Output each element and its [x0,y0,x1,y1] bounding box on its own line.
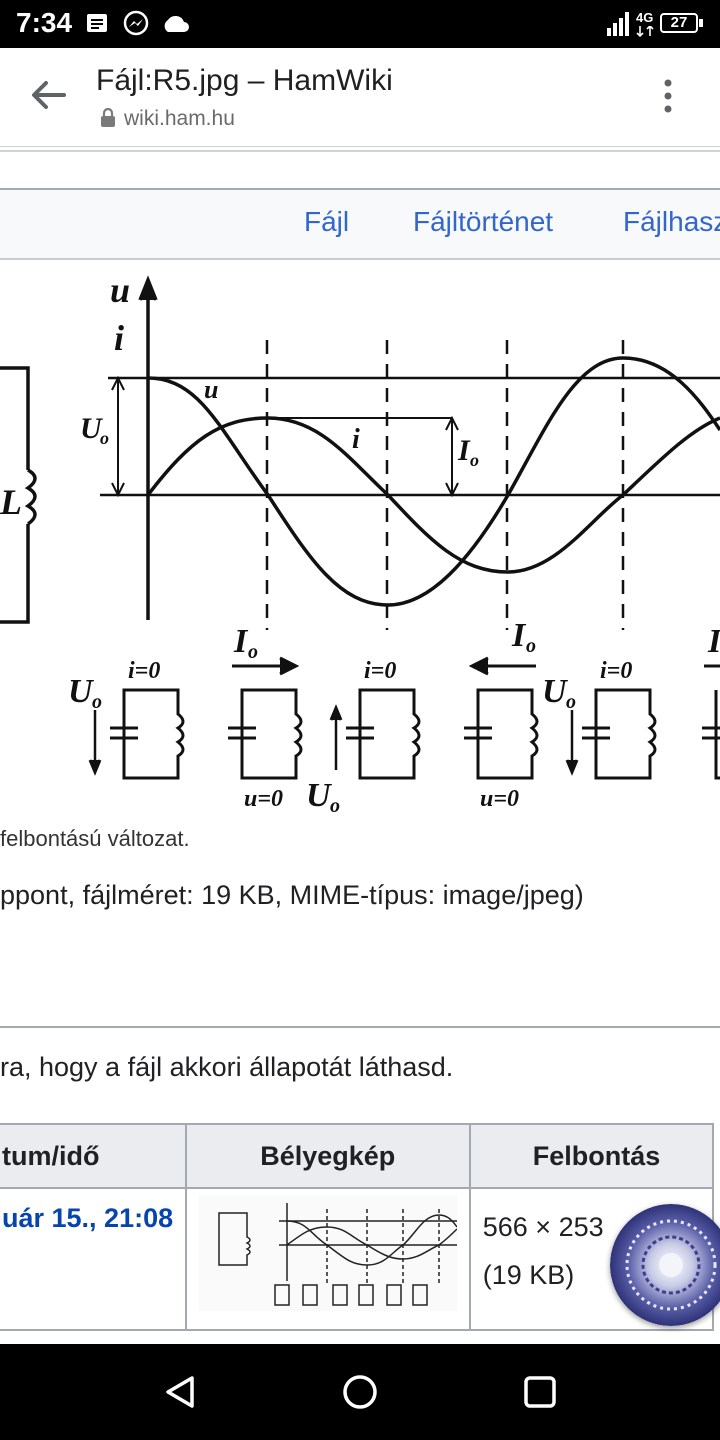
tab-file[interactable]: Fájl [304,206,350,237]
table-header-row: tum/idő Bélyegkép Felbontás [0,1123,715,1189]
file-image[interactable]: u i u i U o I o L [0,270,720,818]
resolution-value: 566 × 253 [482,1212,604,1242]
label-I0-c2: I [233,623,249,660]
back-arrow-icon[interactable] [30,80,66,110]
label-I0-c2-sub: o [248,641,258,663]
label-I0-c4-sub: o [526,635,536,657]
col-header-resolution: Felbontás [468,1123,715,1189]
battery-level: 27 [670,14,688,31]
history-intro: ra, hogy a fájl akkori állapotát láthasd… [0,1052,454,1082]
axis-label-u: u [110,270,130,310]
label-I0-sub: o [470,450,479,470]
resolution-caption: felbontású változat. [0,826,190,851]
file-metadata: ppont, fájlméret: 19 KB, MIME-típus: ima… [0,880,584,910]
axis-label-i: i [114,318,124,358]
messenger-icon [123,10,149,36]
label-I0-c6: I [707,623,720,660]
label-U0-c1-sub: o [92,691,102,713]
curve-label-i: i [352,424,360,455]
history-date-text[interactable]: uár 15., 21:08 [2,1203,174,1233]
tab-file-history[interactable]: Fájltörténet [413,206,554,237]
label-U0-c5: U [542,673,569,710]
system-nav-bar [0,1344,720,1440]
history-date-link[interactable]: uár 15., 21:08 [0,1187,187,1331]
nav-recents-icon[interactable] [522,1374,558,1410]
data-arrows-icon [636,26,654,38]
browser-toolbar: Fájl:R5.jpg – HamWiki wiki.ham.hu [0,48,720,147]
curve-label-u: u [204,375,218,404]
divider [0,150,720,152]
nav-back-icon[interactable] [162,1374,198,1410]
avatar-image [610,1204,720,1326]
section-divider [0,1026,720,1028]
label-I0-c4: I [511,617,527,654]
url-domain[interactable]: wiki.ham.hu [124,107,235,130]
signal-icon [607,12,629,36]
thumbnail-cell [184,1187,471,1331]
label-U0-c3: U [306,777,333,814]
clock: 7:34 [16,7,73,38]
battery-icon: 27 [660,13,698,33]
network-type: 4G [636,10,654,25]
message-icon [87,14,107,32]
page-title[interactable]: Fájl:R5.jpg – HamWiki [96,64,393,97]
floating-chat-head[interactable] [610,1204,720,1326]
label-U0-sub: o [100,428,109,448]
col-header-thumbnail: Bélyegkép [184,1123,471,1189]
label-U0-c1: U [68,673,95,710]
col-header-date: tum/idő [0,1123,187,1189]
lock-icon [101,108,115,127]
table-row: uár 15., 21:08 566 × 253 (19 KB) [0,1187,715,1331]
tab-file-usage[interactable]: Fájlhasz [623,206,720,237]
label-L: L [0,482,22,522]
status-bar: 7:34 4G 27 [0,0,720,48]
file-history-table: tum/idő Bélyegkép Felbontás uár 15., 21:… [0,1123,715,1331]
label-U0: U [80,412,103,445]
label-i-zero-1: i=0 [128,658,160,684]
label-u-zero-2: u=0 [480,786,519,812]
lc-oscillation-diagram: u i u i U o I o L [0,270,720,817]
label-u-zero-1: u=0 [244,786,283,812]
more-options-icon[interactable] [658,78,678,114]
cloud-icon [164,15,189,32]
label-U0-c5-sub: o [566,691,576,713]
history-thumbnail[interactable] [198,1195,458,1311]
file-tabs: Fájl Fájltörténet Fájlhasz [0,188,720,260]
label-i-zero-2: i=0 [364,658,396,684]
label-i-zero-3: i=0 [600,658,632,684]
battery-tip [699,19,703,27]
label-U0-c3-sub: o [330,795,340,817]
file-size-value: (19 KB) [482,1260,575,1290]
label-I0: I [457,434,471,467]
nav-home-icon[interactable] [341,1373,379,1411]
